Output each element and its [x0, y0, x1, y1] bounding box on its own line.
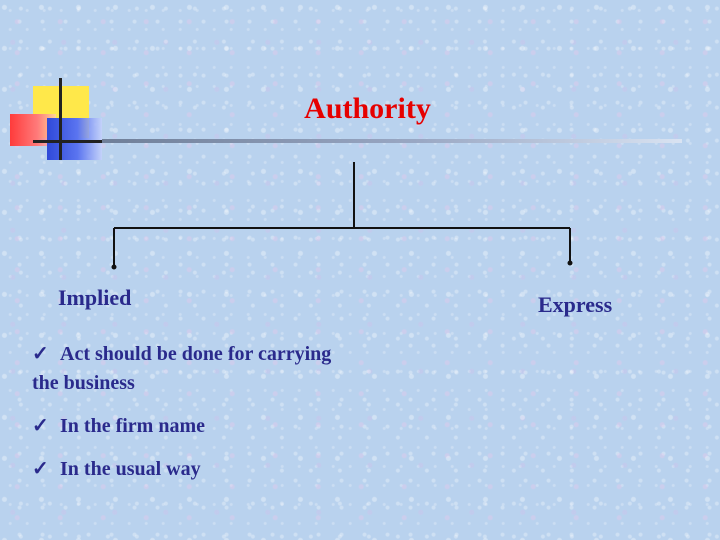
list-item: ✓In the firm name	[32, 412, 332, 441]
implied-points-list: ✓Act should be done for carrying the bus…	[32, 340, 332, 498]
point-text: Act should be done for carrying the busi…	[32, 343, 331, 394]
checkmark-icon: ✓	[32, 455, 60, 484]
checkmark-icon: ✓	[32, 340, 60, 369]
implied-label: Implied	[58, 285, 131, 311]
express-label: Express	[538, 292, 612, 318]
list-item: ✓In the usual way	[32, 455, 332, 484]
checkmark-icon: ✓	[32, 412, 60, 441]
point-text: In the firm name	[60, 415, 205, 437]
list-item: ✓Act should be done for carrying the bus…	[32, 340, 332, 398]
right-branch-arrow	[568, 261, 573, 266]
left-branch-arrow	[112, 265, 117, 270]
point-text: In the usual way	[60, 458, 201, 480]
